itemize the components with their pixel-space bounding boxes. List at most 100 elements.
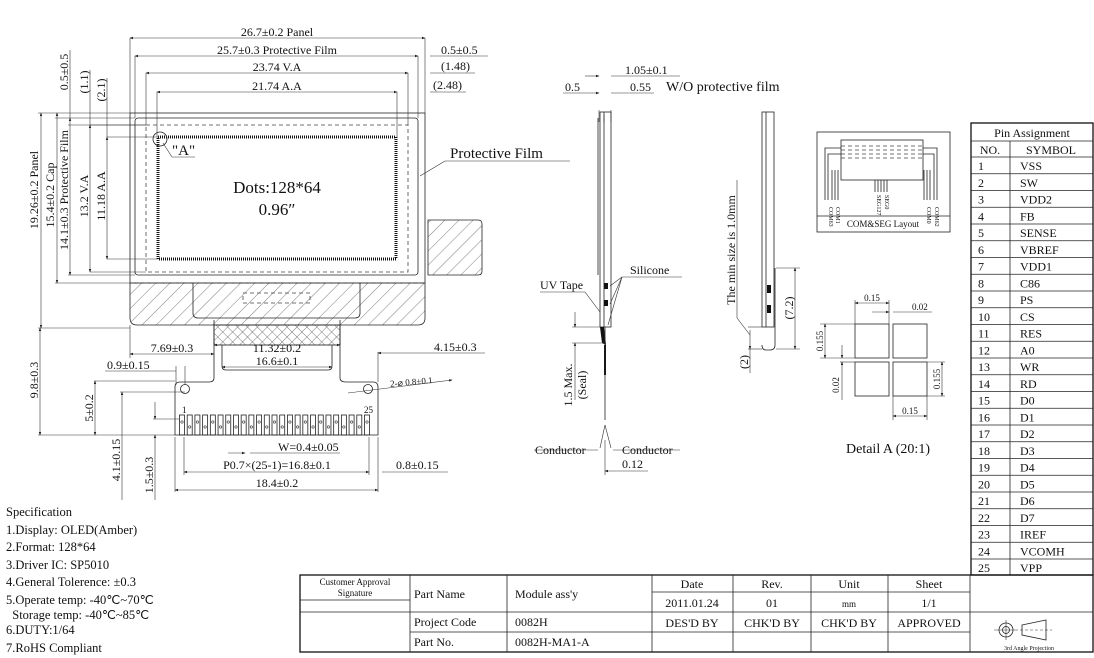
dim-right-offset-2: (1.48) bbox=[441, 59, 470, 73]
dim-film-width: 25.7±0.3 Protective Film bbox=[217, 43, 338, 57]
side-glass bbox=[599, 111, 612, 328]
min-bend-note: The min size is 1.0mm bbox=[724, 195, 738, 305]
pin-number: 12 bbox=[978, 343, 990, 357]
pin-number: 10 bbox=[978, 310, 990, 324]
specification-notes: Specification 1.Display: OLED(Amber) 2.F… bbox=[6, 504, 154, 657]
fpc-pin bbox=[317, 414, 324, 436]
date-label: Date bbox=[681, 577, 704, 591]
checked-by-1-label: CHK'D BY bbox=[744, 616, 800, 630]
fpc-pin bbox=[325, 414, 332, 436]
pin-number: 1 bbox=[978, 159, 984, 173]
pin-number: 9 bbox=[978, 293, 984, 307]
protective-film-outline bbox=[134, 117, 419, 276]
part-no-label: Part No. bbox=[414, 635, 454, 649]
protective-film-label: Protective Film bbox=[450, 146, 543, 162]
detail-a-title: Detail A (20:1) bbox=[846, 442, 930, 457]
fpc-pins bbox=[179, 414, 370, 436]
pin-number: 20 bbox=[978, 477, 990, 491]
dim-panel-height: 19.26±0.2 Panel bbox=[27, 150, 41, 229]
pin-symbol: D1 bbox=[1020, 410, 1035, 424]
dim-va-height: 13.2 V.A bbox=[77, 174, 91, 217]
fpc-pin bbox=[202, 414, 209, 436]
dim-fpc-width: 11.32±0.2 bbox=[253, 341, 301, 355]
pin-number: 24 bbox=[978, 544, 990, 558]
pin-number: 19 bbox=[978, 461, 990, 475]
detail-pixel-w-bottom: 0.15 bbox=[902, 406, 918, 416]
title-block: Customer Approval Signature Part Name Mo… bbox=[299, 574, 1094, 653]
dim-aa-width: 21.74 A.A bbox=[252, 79, 302, 93]
spec-item: 5.Operate temp: -40℃~70℃ bbox=[6, 592, 154, 607]
detail-a: 0.15 0.02 0.155 0.02 0.155 0.15 Detail A… bbox=[815, 293, 945, 457]
projection-label: 3rd Angle Projection bbox=[1004, 646, 1054, 652]
wo-film-label: W/O protective film bbox=[666, 80, 780, 95]
pin-table-title: Pin Assignment bbox=[994, 126, 1070, 140]
spec-item: 6.DUTY:1/64 bbox=[6, 623, 75, 637]
checked-by-2-label: CHK'D BY bbox=[821, 616, 877, 630]
dim-bend-length: (7.2) bbox=[782, 297, 796, 320]
dim-pitch: P0.7×(25-1)=16.8±0.1 bbox=[223, 458, 331, 472]
dim-fpc-total: 18.4±0.2 bbox=[256, 476, 299, 490]
dim-stiffener-width: 16.6±0.1 bbox=[256, 354, 299, 368]
uv-tape-label: UV Tape bbox=[540, 278, 583, 292]
pin-symbol: D4 bbox=[1020, 461, 1035, 475]
dim-glass-1: 0.5 bbox=[565, 80, 580, 94]
pin-number: 2 bbox=[978, 176, 984, 190]
project-code-label: Project Code bbox=[414, 615, 476, 629]
unit-label: Unit bbox=[838, 577, 860, 591]
detail-pixel-w-top: 0.15 bbox=[864, 293, 880, 303]
pin-number: 3 bbox=[978, 193, 984, 207]
pin-number: 18 bbox=[978, 444, 990, 458]
pin-number: 22 bbox=[978, 511, 990, 525]
fpc-pin bbox=[279, 414, 286, 436]
fpc-pin bbox=[310, 414, 316, 436]
com-label-1: COM1 bbox=[834, 207, 840, 224]
spec-item: 4.General Tolerence: ±0.3 bbox=[6, 575, 137, 589]
dim-aa-height: 11.18 A.A bbox=[94, 171, 108, 221]
third-angle-projection-icon bbox=[994, 619, 1052, 641]
fpc-pin bbox=[194, 414, 201, 436]
dim-fpc-left: 7.69±0.3 bbox=[151, 341, 194, 355]
detail-gap-left: 0.02 bbox=[831, 377, 841, 393]
conductor-right-label: Conductor bbox=[622, 443, 673, 457]
pin-number: 13 bbox=[978, 360, 990, 374]
pin-symbol: IREF bbox=[1020, 528, 1046, 542]
pin-number: 8 bbox=[978, 276, 984, 290]
com-seg-layout: COM63 COM1 SEG127 SEG0 COM0 COM62 COM&SE… bbox=[816, 131, 951, 233]
pin-symbol: RES bbox=[1020, 327, 1042, 341]
pin-symbol: VDD2 bbox=[1020, 193, 1052, 207]
detail-a-circle bbox=[152, 131, 168, 147]
dim-right-offset-3: (2.48) bbox=[433, 78, 462, 92]
dots-label: Dots:128*64 bbox=[233, 178, 321, 197]
bent-glass bbox=[761, 111, 775, 328]
rev-label: Rev. bbox=[761, 577, 783, 591]
pin-number: 23 bbox=[978, 528, 990, 542]
fpc-pin bbox=[225, 414, 232, 436]
pin-symbol: D0 bbox=[1020, 394, 1035, 408]
dim-pin-height: 4.1±0.15 bbox=[109, 439, 123, 482]
pin-number: 21 bbox=[978, 494, 990, 508]
signature-label: Signature bbox=[338, 588, 373, 598]
sheet-value: 1/1 bbox=[921, 596, 936, 610]
fpc-pin bbox=[209, 414, 216, 436]
fpc-pin bbox=[240, 414, 247, 436]
pin-symbol: WR bbox=[1020, 360, 1039, 374]
seg-label-0: SEG127 bbox=[875, 195, 881, 215]
sheet-label: Sheet bbox=[916, 577, 943, 591]
detail-pixel-h-left: 0.155 bbox=[815, 330, 825, 351]
dim-thickness: 1.05±0.1 bbox=[625, 63, 668, 77]
pin-symbol: RD bbox=[1020, 377, 1037, 391]
spec-item: 2.Format: 128*64 bbox=[6, 540, 96, 554]
spec-item: 3.Driver IC: SP5010 bbox=[6, 557, 110, 572]
customer-approval-label: Customer Approval bbox=[320, 577, 391, 587]
dim-holes: 2-⌀ 0.8±0.1 bbox=[390, 375, 433, 389]
dim-top-offset-2: (1.1) bbox=[77, 71, 91, 94]
detail-gap-top: 0.02 bbox=[912, 302, 928, 312]
dim-right-offset-1: 0.5±0.5 bbox=[441, 43, 478, 57]
dim-film-height: 14.1±0.3 Protective Film bbox=[57, 129, 71, 250]
dim-pin-bottom: 1.5±0.3 bbox=[142, 457, 156, 494]
fpc-pin bbox=[263, 414, 270, 436]
fpc-pin bbox=[179, 414, 185, 436]
dim-pin-edge: 0.8±0.15 bbox=[396, 458, 439, 472]
pin-number: 4 bbox=[978, 209, 984, 223]
pin-symbol: C86 bbox=[1020, 276, 1040, 290]
